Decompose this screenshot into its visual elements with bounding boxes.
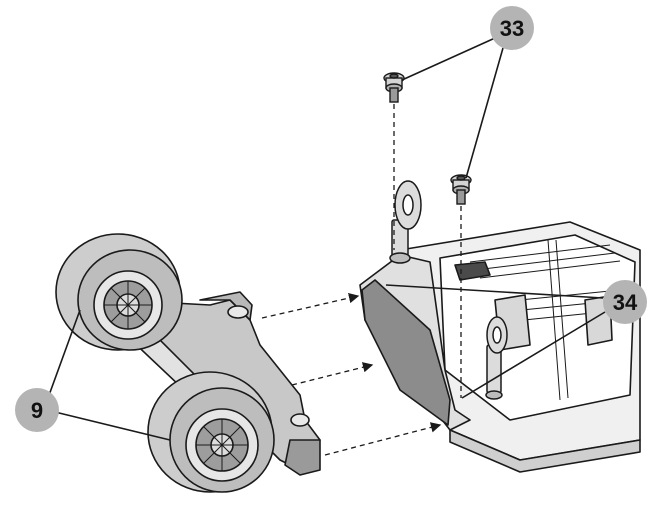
mount-34-left	[389, 180, 422, 264]
callout-9: 9	[15, 388, 59, 432]
screw-33-right	[450, 174, 472, 205]
callout-34-label: 34	[613, 290, 638, 315]
callout-34: 34	[603, 280, 647, 324]
wheel-axle-assembly-9	[55, 233, 321, 493]
insertion-arrows	[261, 292, 442, 456]
callout-33-label: 33	[500, 16, 524, 41]
leader-lines	[47, 37, 606, 441]
callout-33: 33	[490, 6, 534, 50]
mount-34-right	[485, 316, 508, 400]
screw-assembly-lines	[393, 104, 462, 398]
screw-33-left	[383, 72, 405, 103]
machine-base	[359, 221, 641, 473]
callout-9-label: 9	[31, 398, 43, 423]
